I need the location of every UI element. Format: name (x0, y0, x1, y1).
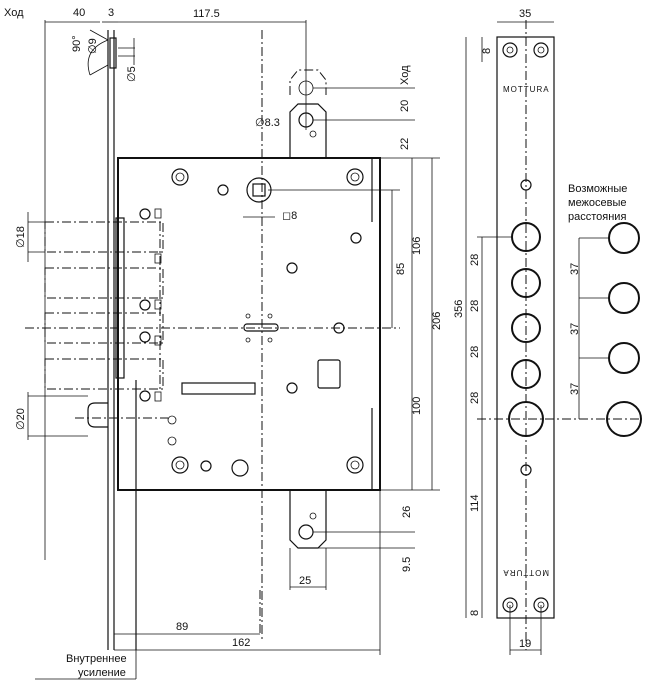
svg-text:28: 28 (469, 346, 481, 358)
dimension-sq8: ◻8 (243, 210, 297, 222)
latch-bolt: ∅20 (15, 392, 168, 440)
svg-text:19: 19 (519, 638, 531, 650)
possible-spacing-holes: 37 37 37 (569, 222, 642, 437)
dimension-89: 89 (114, 590, 261, 636)
svg-text:37: 37 (569, 383, 581, 395)
svg-text:◻8: ◻8 (282, 210, 297, 222)
svg-text:Возможные: Возможные (568, 183, 627, 195)
deadbolt-head-detail: 90° ∅9 ∅5 (71, 29, 138, 82)
svg-text:Внутреннее: Внутреннее (66, 653, 127, 665)
svg-text:114: 114 (469, 494, 481, 512)
svg-text:106: 106 (411, 237, 423, 255)
front-faceplate (107, 30, 125, 650)
svg-text:28: 28 (469, 300, 481, 312)
svg-text:40: 40 (73, 7, 85, 19)
svg-text:MOTTURA: MOTTURA (502, 568, 549, 577)
strike-plate: MOTTURA MOTTURA (477, 20, 640, 650)
dimension-40: 40 (44, 7, 100, 560)
possible-spacing-label: Возможные межосевые расстояния (568, 183, 627, 223)
svg-text:∅9: ∅9 (87, 38, 99, 54)
svg-text:22: 22 (399, 138, 411, 150)
svg-text:37: 37 (569, 263, 581, 275)
deadbolts (25, 221, 400, 390)
dimension-dia18: ∅18 (15, 212, 45, 262)
svg-text:MOTTURA: MOTTURA (503, 85, 550, 94)
bottom-latch-head: 25 26 9.5 (289, 490, 415, 590)
svg-text:усиление: усиление (78, 667, 126, 679)
svg-text:100: 100 (411, 397, 423, 415)
svg-text:∅20: ∅20 (15, 408, 27, 430)
svg-text:28: 28 (469, 254, 481, 266)
svg-text:8: 8 (481, 48, 493, 54)
svg-text:∅18: ∅18 (15, 226, 27, 248)
svg-text:9.5: 9.5 (401, 557, 413, 572)
svg-text:25: 25 (299, 575, 311, 587)
svg-text:расстояния: расстояния (568, 211, 626, 223)
dimension-3: 3 (102, 7, 118, 23)
internal-reinforcement-label: Внутреннее усиление (35, 650, 137, 680)
svg-text:85: 85 (395, 263, 407, 275)
svg-text:206: 206 (431, 312, 443, 330)
svg-text:∅5: ∅5 (126, 66, 138, 82)
svg-text:117.5: 117.5 (193, 8, 220, 20)
dimension-162: 162 (114, 490, 381, 655)
svg-text:89: 89 (176, 621, 188, 633)
svg-text:Ход: Ход (399, 65, 411, 85)
svg-text:35: 35 (519, 8, 531, 20)
svg-text:162: 162 (232, 637, 250, 649)
svg-text:3: 3 (108, 7, 114, 19)
lock-body (117, 30, 381, 650)
svg-text:8: 8 (469, 610, 481, 616)
svg-text:∅8.3: ∅8.3 (255, 117, 280, 129)
svg-text:межосевые: межосевые (568, 197, 627, 209)
dimension-117-5: 117.5 (118, 8, 307, 130)
svg-text:20: 20 (399, 100, 411, 112)
stroke-label-top-left: Ход (4, 7, 24, 19)
svg-text:37: 37 (569, 323, 581, 335)
svg-text:356: 356 (453, 300, 465, 318)
svg-text:28: 28 (469, 392, 481, 404)
body-vertical-dimensions: 85 106 206 100 (268, 157, 443, 491)
top-latch-head: Ход 20 22 ∅8.3 (255, 65, 415, 158)
svg-text:26: 26 (401, 506, 413, 518)
svg-text:90°: 90° (71, 35, 83, 52)
strike-plate-dimensions: 35 8 356 28 28 28 28 114 8 19 (453, 8, 554, 655)
